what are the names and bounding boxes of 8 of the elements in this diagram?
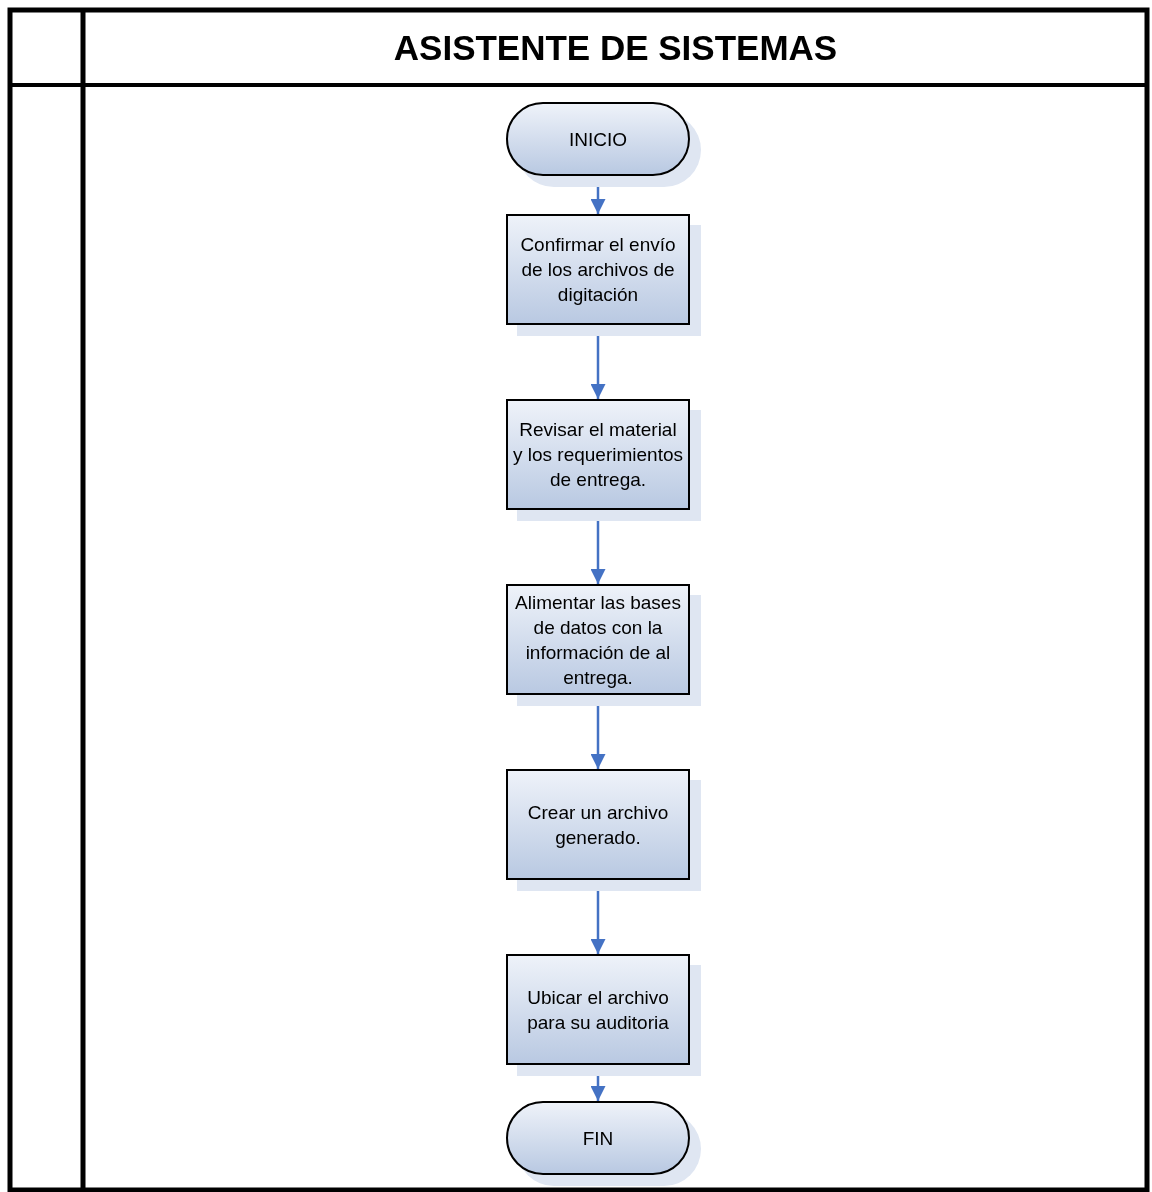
node-label: INICIO (567, 127, 629, 152)
node-label: Ubicar el archivo para su auditoria (526, 985, 670, 1035)
node-label: Alimentar las bases de datos con la información de al entrega. (514, 590, 682, 690)
node-label: Revisar el material y los requerimientos de entrega. (512, 418, 684, 492)
node-label: Confirmar el envío de los archivos de digitación (519, 233, 677, 307)
node-label: FIN (581, 1126, 615, 1151)
node-label: Crear un archivo generado. (526, 800, 670, 850)
lane-title: ASISTENTE DE SISTEMAS (393, 28, 838, 68)
